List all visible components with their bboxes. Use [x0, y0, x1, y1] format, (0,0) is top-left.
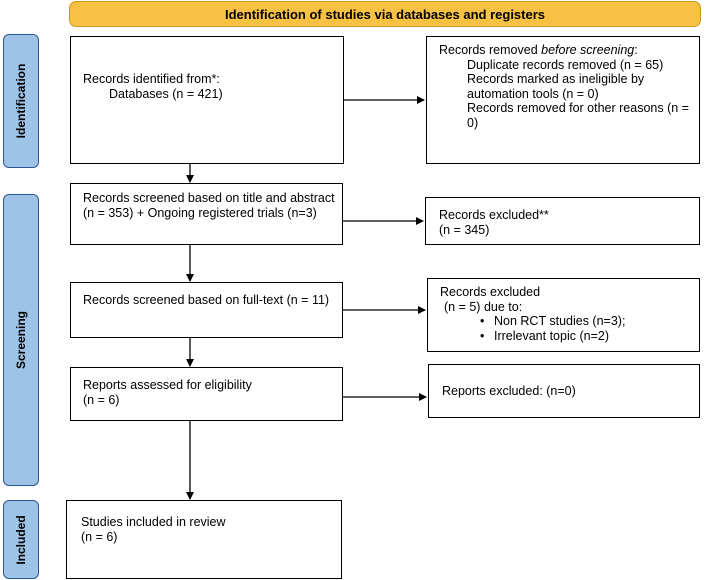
records-removed-heading-suffix: : — [634, 43, 638, 57]
studies-included-label: Studies included in review — [81, 515, 226, 529]
records-screened-fulltext-box: Records screened based on full-text (n =… — [70, 282, 343, 338]
phase-screening: Screening — [3, 194, 39, 486]
phase-label-identification: Identification — [14, 63, 28, 139]
records-excluded-box-2: Records excluded (n = 5) due to: Non RCT… — [427, 278, 700, 352]
records-removed-heading: Records removed before screening: — [439, 43, 695, 58]
records-excluded-2-label: Records excluded — [440, 285, 541, 299]
records-identified-label: Records identified from*: — [83, 72, 220, 86]
records-screened-title-abstract-box: Records screened based on title and abst… — [70, 183, 343, 245]
records-removed-other: Records removed for other reasons (n = 0… — [467, 101, 689, 130]
reports-excluded-text: Reports excluded: (n=0) — [442, 384, 576, 398]
identification-header-banner: Identification of studies via databases … — [69, 1, 701, 27]
phase-label-screening: Screening — [14, 310, 28, 370]
records-identified-databases: Databases (n = 421) — [109, 86, 223, 101]
exclusion-reason-irrelevant-topic: Irrelevant topic (n=2) — [480, 329, 693, 344]
phase-identification: Identification — [3, 34, 39, 168]
records-excluded-2-reason: (n = 5) due to: — [444, 299, 523, 314]
studies-included-count: (n = 6) — [81, 529, 118, 544]
records-screened-title-abstract-text: Records screened based on title and abst… — [83, 191, 335, 220]
header-title: Identification of studies via databases … — [224, 6, 546, 22]
records-removed-heading-italic: before screening — [541, 43, 635, 57]
records-removed-heading-prefix: Records removed — [439, 43, 542, 57]
records-screened-fulltext-text: Records screened based on full-text (n =… — [83, 293, 330, 307]
records-excluded-1-count: (n = 345) — [439, 222, 490, 237]
phase-included: Included — [3, 500, 39, 579]
records-identified-box: Records identified from*: Databases (n =… — [70, 36, 344, 164]
records-excluded-1-label: Records excluded** — [439, 208, 549, 222]
reports-assessed-label: Reports assessed for eligibility — [83, 378, 252, 392]
duplicate-records-removed: Duplicate records removed (n = 65) — [467, 57, 664, 72]
exclusion-reason-non-rct: Non RCT studies (n=3); — [480, 314, 693, 329]
records-marked-ineligible: Records marked as ineligible by automati… — [467, 72, 645, 101]
records-removed-box: Records removed before screening: Duplic… — [426, 36, 700, 164]
reports-assessed-box: Reports assessed for eligibility (n = 6) — [70, 367, 343, 421]
reports-assessed-count: (n = 6) — [83, 392, 120, 407]
phase-label-included: Included — [14, 514, 28, 565]
reports-excluded-box: Reports excluded: (n=0) — [428, 364, 700, 418]
exclusion-reasons-list: Non RCT studies (n=3); Irrelevant topic … — [440, 314, 693, 343]
records-excluded-box-1: Records excluded** (n = 345) — [425, 197, 700, 245]
studies-included-box: Studies included in review (n = 6) — [66, 500, 342, 579]
